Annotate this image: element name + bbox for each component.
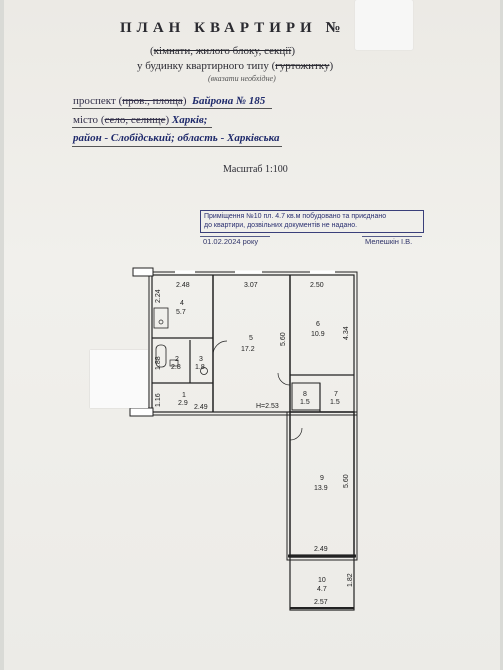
dim-loggia-side: 1.82 [347, 573, 354, 587]
wall-stub [132, 267, 154, 277]
premise-variants: (кімнати, жилого блоку, секції) [150, 45, 295, 57]
room-number: 8 [303, 391, 307, 398]
plan-title: ПЛАН КВАРТИРИ № [120, 20, 346, 36]
dim-top-right: 2.50 [310, 282, 324, 289]
dim-room9: 5.60 [343, 474, 350, 488]
room-area: 4.7 [317, 586, 327, 593]
stamp-signer: Мелешкін І.В. [365, 237, 413, 246]
stamp-line-1: Приміщення №10 пл. 4.7 кв.м побудовано т… [204, 213, 387, 220]
room-9-outline [286, 411, 358, 561]
door-arc [277, 372, 291, 386]
toilet-icon [200, 367, 208, 375]
bathtub-fixture [155, 344, 167, 368]
house-type-suffix: ) [329, 60, 334, 72]
cover-sticker-top [355, 0, 413, 50]
dim-left-mid: 1.88 [155, 356, 162, 370]
address-region: район - Слобідський; область - Харківськ… [73, 132, 279, 144]
city-name: Харків; [171, 114, 208, 126]
dim-room5: 5.60 [280, 332, 287, 346]
room-area: 2.8 [171, 364, 181, 371]
stamp-underline [200, 236, 270, 237]
outer-wall [151, 274, 355, 413]
room-area: 13.9 [314, 485, 328, 492]
room-number: 3 [199, 356, 203, 363]
burner-icon [158, 319, 164, 325]
room-number: 7 [334, 391, 338, 398]
house-type: у будинку квартирного типу (гуртожитку) [137, 60, 333, 72]
street-type: проспект [73, 95, 116, 107]
stamp-line-2: до квартири, дозвільних документів не на… [204, 222, 358, 229]
room-area: 1.8 [195, 364, 205, 371]
wall-stub [129, 407, 154, 417]
dim-top-left: 2.48 [176, 282, 190, 289]
address-city: місто (село, селище) Харків; [73, 114, 208, 126]
room-number: 10 [318, 577, 326, 584]
document-sheet [4, 0, 500, 670]
note-text: (вказати необхідне) [208, 74, 276, 83]
room-number: 2 [175, 356, 179, 363]
room-area: 2.9 [178, 400, 188, 407]
street-name: Байрона № 185 [191, 95, 266, 107]
room-labels: 4 5.7 2 2.8 3 1.8 1 2.9 5 17.2 6 10.9 8 … [171, 300, 340, 593]
room-area: 17.2 [241, 346, 255, 353]
dim-left-upper: 2.24 [155, 289, 162, 303]
city-type: місто [73, 114, 99, 126]
stove-fixture [153, 307, 169, 329]
city-struck: село, селище [104, 114, 166, 126]
dim-top-mid: 3.07 [244, 282, 258, 289]
house-type-prefix: у будинку квартирного типу ( [137, 60, 276, 72]
room-number: 5 [249, 335, 253, 342]
address-street: проспект (пров., площа) Байрона № 185 [73, 95, 266, 107]
official-stamp: Приміщення №10 пл. 4.7 кв.м побудовано т… [200, 210, 424, 233]
room-number: 4 [180, 300, 184, 307]
scale-label: Масштаб 1:100 [223, 164, 288, 175]
house-type-struck: гуртожитку [275, 60, 330, 72]
dim-room6: 4.34 [343, 326, 350, 340]
district-region: район - Слобідський; область - Харківськ… [73, 132, 280, 144]
dim-bottom-left: 2.49 [194, 404, 208, 411]
door-arc [212, 340, 228, 356]
street-struck: пров., площа [122, 95, 183, 107]
room-number: 1 [182, 392, 186, 399]
underline [72, 127, 212, 128]
stamp-underline [362, 236, 422, 237]
room-area: 5.7 [176, 309, 186, 316]
underline [72, 108, 272, 109]
stamp-date: 01.02.2024 року [203, 237, 259, 246]
dim-left-lower: 1.16 [155, 393, 162, 407]
dim-loggia-bottom: 2.57 [314, 599, 328, 606]
room-number: 9 [320, 475, 324, 482]
closet-wall [291, 382, 321, 411]
hall-height: H=2.53 [256, 403, 279, 410]
door-arc [289, 427, 303, 441]
room-number: 6 [316, 321, 320, 328]
sink-fixture [169, 359, 179, 367]
plan-walls [129, 267, 358, 611]
dim-loggia-top: 2.49 [314, 546, 328, 553]
cover-sticker-plan [90, 350, 148, 408]
underline [72, 146, 282, 147]
outer-wall-outline [148, 271, 358, 416]
room-area: 1.5 [330, 399, 340, 406]
premise-variants-struck: кімнати, жилого блоку, секції [153, 45, 292, 57]
room-area: 10.9 [311, 331, 325, 338]
room-area: 1.5 [300, 399, 310, 406]
